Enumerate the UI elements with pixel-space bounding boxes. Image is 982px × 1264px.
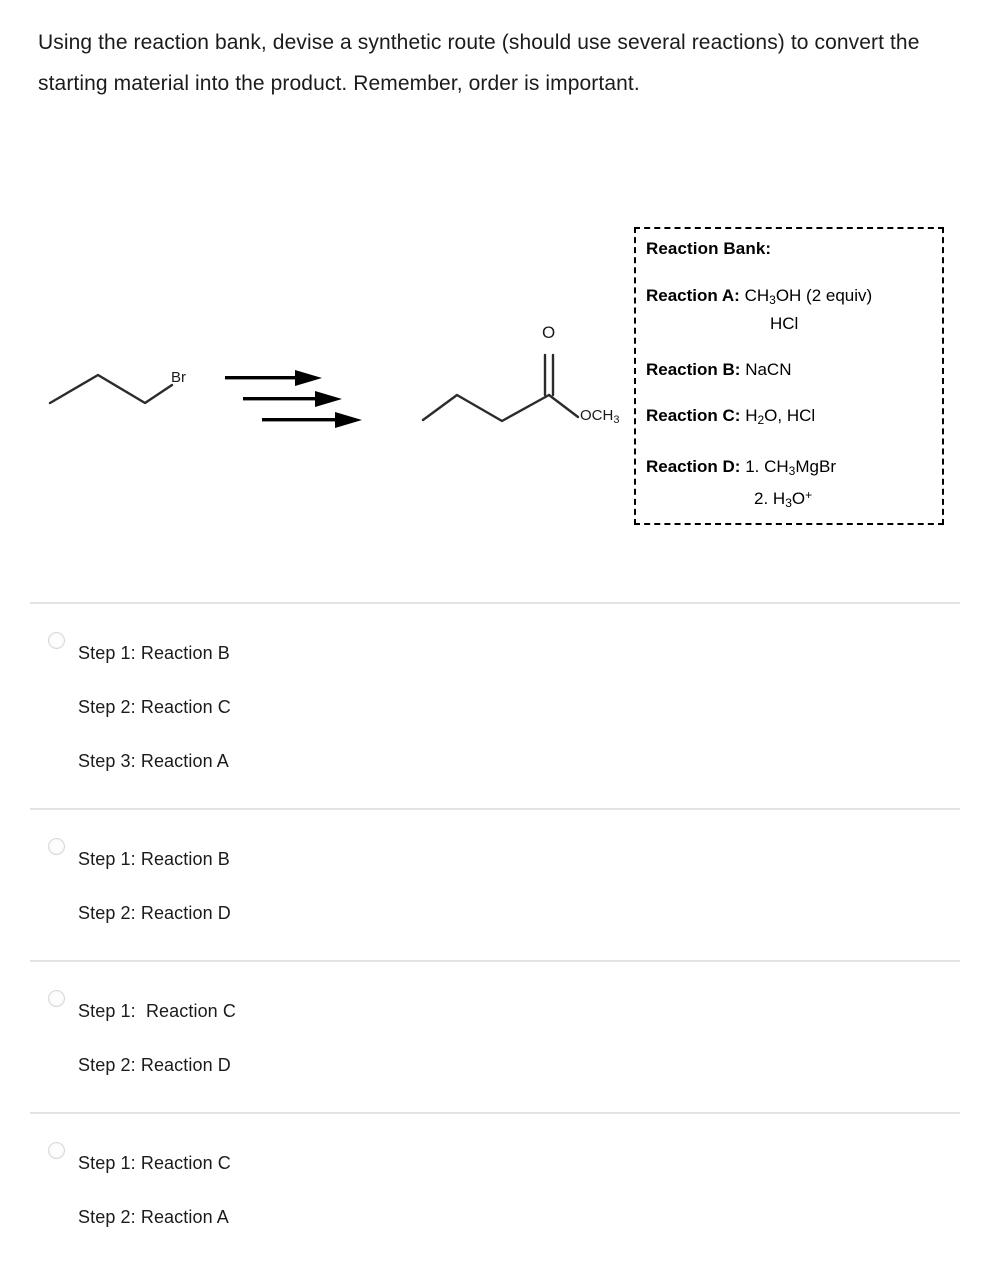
- reaction-d-continuation: 2. H3O+: [646, 485, 938, 514]
- reaction-a-continuation: HCl: [770, 314, 799, 333]
- reaction-c-value: H2O, HCl: [745, 406, 816, 427]
- reaction-a-value: CH3OH (2 equiv): [744, 286, 873, 307]
- option-4-step-2: Step 2: Reaction A: [78, 1207, 229, 1227]
- option-1-step-3: Step 3: Reaction A: [78, 751, 229, 771]
- product-structure: [421, 353, 580, 423]
- reaction-bank-item-b: Reaction B: NaCN: [646, 359, 938, 380]
- reaction-scheme: O OCH3 Br: [0, 215, 982, 545]
- reaction-d-cont-pre: 2. H: [754, 489, 786, 508]
- reaction-d-cont-sup: +: [805, 488, 813, 502]
- reaction-a-label: Reaction A:: [646, 286, 740, 305]
- reaction-arrow-3: [262, 412, 362, 428]
- reaction-a-value-sub: 3: [769, 293, 776, 307]
- reaction-c-value-pre: H: [745, 406, 758, 425]
- answer-option-4[interactable]: Step 1: Reaction C Step 2: Reaction A: [30, 1112, 960, 1264]
- reaction-c-label: Reaction C:: [646, 406, 741, 425]
- reaction-d-value: 1. CH3MgBr: [745, 457, 836, 478]
- answer-options-list: Step 1: Reaction B Step 2: Reaction C St…: [30, 602, 960, 1264]
- reaction-d-value-post: MgBr: [795, 457, 836, 476]
- carbonyl-oxygen-label: O: [542, 323, 556, 342]
- option-4-step-1: Step 1: Reaction C: [78, 1153, 231, 1173]
- answer-option-1[interactable]: Step 1: Reaction B Step 2: Reaction C St…: [30, 602, 960, 808]
- reaction-a-value-pre: CH: [744, 286, 770, 305]
- reaction-b-value: NaCN: [745, 360, 792, 379]
- reaction-d-cont-post: O: [791, 489, 806, 508]
- answer-option-3[interactable]: Step 1: Reaction C Step 2: Reaction D: [30, 960, 960, 1112]
- ester-label-text: OCH: [580, 407, 614, 424]
- reaction-a-value-post: OH (2 equiv): [775, 286, 873, 305]
- reaction-bank-item-d: Reaction D: 1. CH3MgBr 2. H3O+: [646, 456, 938, 514]
- reaction-d-label: Reaction D:: [646, 457, 741, 476]
- option-4-steps: Step 1: Reaction C Step 2: Reaction A: [30, 1136, 960, 1244]
- reaction-bank-box: Reaction Bank: Reaction A: CH3OH (2 equi…: [634, 227, 944, 525]
- radio-button-option-3[interactable]: [48, 990, 65, 1007]
- option-1-steps: Step 1: Reaction B Step 2: Reaction C St…: [30, 626, 960, 788]
- reaction-c-value-sub: 2: [757, 413, 765, 427]
- answer-option-2[interactable]: Step 1: Reaction B Step 2: Reaction D: [30, 808, 960, 960]
- reaction-d-cont-sub: 3: [785, 496, 792, 510]
- question-prompt: Using the reaction bank, devise a synthe…: [38, 31, 920, 95]
- reaction-bank-item-c: Reaction C: H2O, HCl: [646, 405, 938, 431]
- option-1-step-2: Step 2: Reaction C: [78, 697, 231, 717]
- reaction-d-value-sub: 3: [788, 464, 796, 478]
- ester-label-subscript: 3: [613, 414, 620, 426]
- option-3-step-1: Step 1: Reaction C: [78, 1001, 236, 1021]
- option-2-steps: Step 1: Reaction B Step 2: Reaction D: [30, 832, 960, 940]
- reaction-arrow-2: [243, 391, 342, 407]
- reaction-bank-title: Reaction Bank:: [646, 239, 772, 258]
- starting-material-structure: [48, 373, 174, 405]
- reaction-c-value-post: O, HCl: [764, 406, 816, 425]
- radio-button-option-1[interactable]: [48, 632, 65, 649]
- option-2-step-2: Step 2: Reaction D: [78, 903, 231, 923]
- option-2-step-1: Step 1: Reaction B: [78, 849, 230, 869]
- option-3-step-2: Step 2: Reaction D: [78, 1055, 231, 1075]
- bromine-label: Br: [171, 369, 186, 386]
- reaction-arrow-1: [225, 370, 322, 386]
- option-3-steps: Step 1: Reaction C Step 2: Reaction D: [30, 984, 960, 1092]
- reaction-d-value-pre: 1. CH: [745, 457, 789, 476]
- radio-button-option-2[interactable]: [48, 838, 65, 855]
- reaction-bank-item-a: Reaction A: CH3OH (2 equiv) HCl: [646, 285, 938, 334]
- ester-methoxy-label: OCH3: [580, 407, 619, 426]
- option-1-step-1: Step 1: Reaction B: [78, 643, 230, 663]
- reaction-b-label: Reaction B:: [646, 360, 741, 379]
- radio-button-option-4[interactable]: [48, 1142, 65, 1159]
